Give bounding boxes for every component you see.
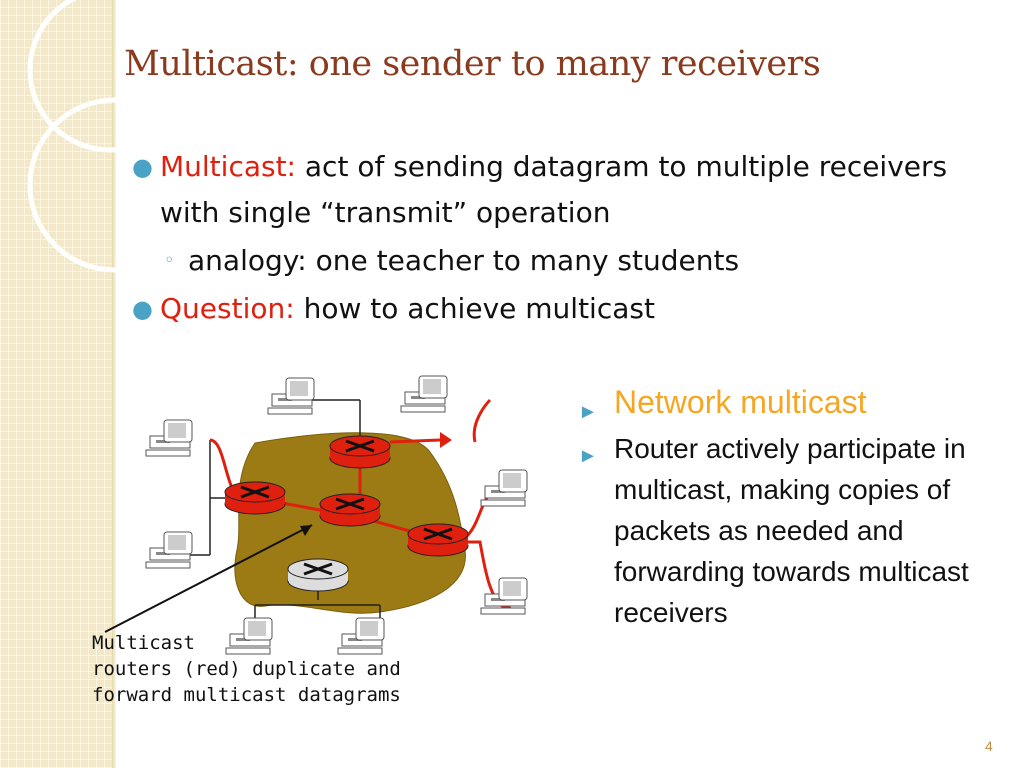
router-icon	[406, 522, 470, 558]
diagram-caption: Multicast routers (red) duplicate and fo…	[92, 632, 401, 706]
bullet-lead: Question:	[160, 292, 295, 325]
right-bullet-list: ► Network multicast ► Router actively pa…	[578, 380, 1018, 633]
sub-bullet-analogy: ◦ analogy: one teacher to many students	[132, 236, 1012, 286]
bullet-ring-icon: ◦	[164, 250, 175, 271]
arrow-bullet-icon: ►	[578, 401, 598, 423]
right-bullet-body: ► Router actively participate in multica…	[578, 428, 1018, 633]
page-number: 4	[985, 738, 993, 754]
bullet-text: act of sending datagram to multiple rece…	[160, 150, 948, 229]
slide-title: Multicast: one sender to many receivers	[124, 44, 821, 84]
router-icon	[223, 480, 287, 516]
pointer-arrowhead	[300, 525, 312, 536]
decorative-circles	[27, 0, 140, 273]
host-icon	[400, 375, 448, 413]
bullet-dot-icon: ●	[132, 153, 153, 181]
bullet-text: how to achieve multicast	[294, 292, 655, 325]
bullet-question: ● Question: how to achieve multicast	[132, 286, 1012, 332]
host-icon	[145, 419, 193, 457]
host-icon	[145, 531, 193, 569]
bullet-multicast: ● Multicast: act of sending datagram to …	[132, 144, 1012, 236]
multicast-network-diagram	[104, 375, 528, 655]
bullet-list: ● Multicast: act of sending datagram to …	[132, 144, 1012, 332]
router-icon	[318, 492, 382, 528]
router-description: Router actively participate in multicast…	[614, 433, 969, 628]
arrow-bullet-icon: ►	[578, 445, 598, 467]
network-multicast-heading: Network multicast	[614, 384, 867, 420]
host-icon	[480, 469, 528, 507]
router-icon	[328, 434, 392, 470]
right-bullet-heading: ► Network multicast	[578, 380, 1018, 424]
host-icon	[267, 377, 315, 415]
bullet-lead: Multicast:	[160, 150, 296, 183]
bullet-dot-icon: ●	[132, 295, 153, 323]
decorative-band-edge	[112, 0, 116, 768]
router-icon	[286, 557, 350, 593]
sub-bullet-text: analogy: one teacher to many students	[188, 244, 740, 277]
